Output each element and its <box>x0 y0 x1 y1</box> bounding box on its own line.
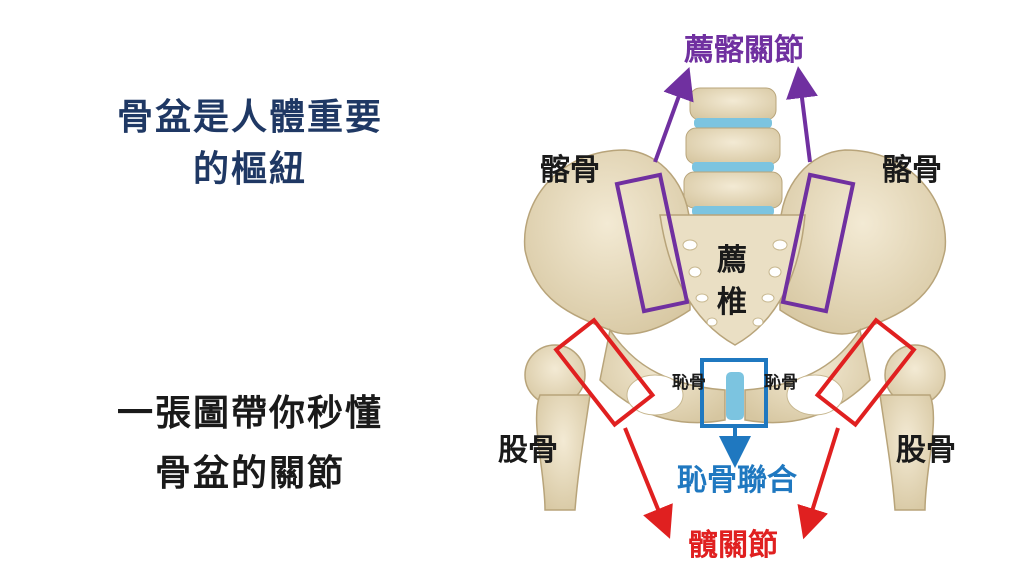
label-femur-left: 股骨 <box>498 433 558 468</box>
intervertebral-disc <box>692 162 774 172</box>
hip-box-left <box>553 317 656 428</box>
sacroiliac-arrow-left <box>653 66 694 163</box>
pelvis-illustration <box>523 87 947 511</box>
label-sacrum-char1: 薦 <box>717 243 747 278</box>
label-pubic-symphysis: 恥骨聯合 <box>677 463 797 498</box>
hip-box-right <box>814 317 917 428</box>
label-femur-right: 股骨 <box>896 433 956 468</box>
sacroiliac-joint-markers <box>614 66 856 314</box>
label-pubis-right: 恥骨 <box>764 373 798 393</box>
subtitle-line1: 一張圖帶你秒懂 <box>116 393 383 434</box>
lumbar-vertebra <box>685 127 781 165</box>
femur-right-shaft <box>879 394 935 511</box>
label-hip-joint: 髖關節 <box>688 528 778 563</box>
femur-left-shaft <box>535 394 591 511</box>
subtitle-line2: 骨盆的關節 <box>154 453 345 494</box>
headline-line2: 的樞紐 <box>192 149 307 190</box>
label-pubis-left: 恥骨 <box>672 373 706 393</box>
sacroiliac-box-right <box>780 172 856 314</box>
label-ilium-right: 髂骨 <box>882 153 942 188</box>
sacroiliac-arrow-right <box>786 66 818 163</box>
headline-line1: 骨盆是人體重要 <box>116 97 383 138</box>
intervertebral-disc <box>694 118 772 128</box>
pubic-symphysis-marker <box>700 358 768 468</box>
lumbar-vertebra <box>689 87 777 121</box>
hip-arrow-left <box>623 427 673 539</box>
sacroiliac-box-left <box>614 172 690 314</box>
hip-arrow-right <box>797 427 840 540</box>
hip-joint-markers <box>553 317 917 540</box>
label-sacrum-char2: 椎 <box>717 285 747 320</box>
intervertebral-disc <box>692 206 774 216</box>
label-sacroiliac-joint: 薦髂關節 <box>684 33 804 68</box>
pubic-symphysis-box <box>700 358 768 428</box>
pubic-symphysis-disc <box>726 372 744 420</box>
label-ilium-left: 髂骨 <box>540 153 600 188</box>
lumbar-vertebra <box>683 171 783 209</box>
